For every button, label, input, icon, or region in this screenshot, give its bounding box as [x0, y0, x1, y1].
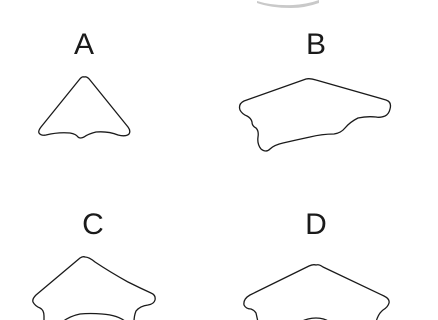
option-d-shape[interactable]: [0, 0, 438, 320]
